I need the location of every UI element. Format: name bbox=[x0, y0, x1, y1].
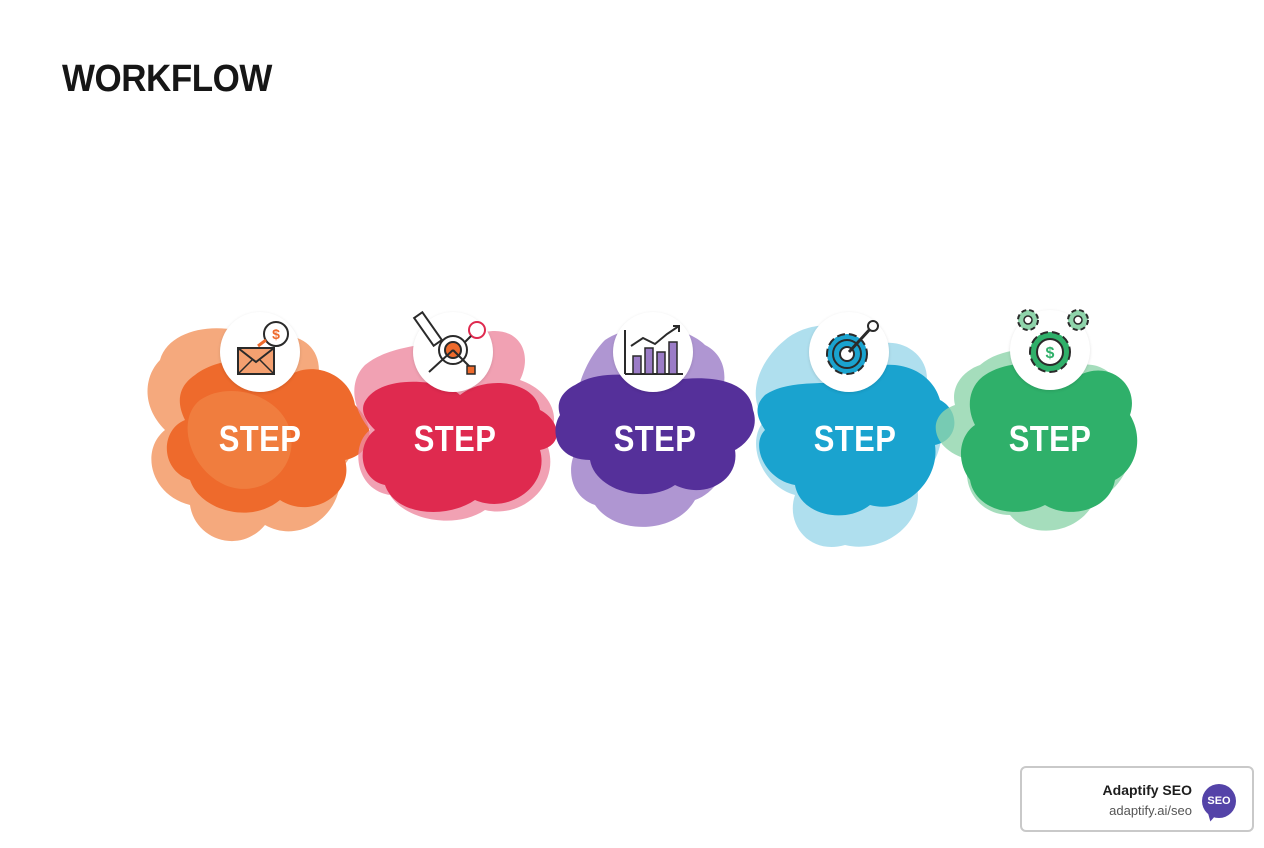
step-4-blob bbox=[755, 325, 955, 547]
target-tools-icon bbox=[412, 310, 486, 375]
step-5-icon-badge: $ bbox=[1010, 309, 1090, 390]
step-5-blob bbox=[935, 349, 1138, 531]
workflow-step-2: STEP bbox=[335, 310, 575, 560]
envelope-money-icon: $ bbox=[237, 321, 289, 375]
gear-wrench-icon bbox=[826, 320, 879, 375]
brand-badge[interactable]: Adaptify SEO adaptify.ai/seo SEO bbox=[1020, 766, 1254, 832]
gears-dollar-icon: $ bbox=[1017, 309, 1089, 373]
step-4-label: STEP bbox=[813, 418, 897, 459]
workflow-step-4: STEP bbox=[735, 312, 975, 560]
workflow-step-3: STEP bbox=[535, 312, 775, 560]
step-5-label: STEP bbox=[1008, 418, 1092, 459]
step-2-icon-badge bbox=[412, 310, 493, 392]
svg-text:$: $ bbox=[272, 326, 280, 342]
step-1-icon-badge: $ bbox=[220, 312, 300, 392]
step-1-label: STEP bbox=[218, 418, 302, 459]
step-4-icon-badge bbox=[809, 312, 889, 392]
seo-logo-icon: SEO bbox=[1202, 784, 1236, 818]
step-2-blob bbox=[354, 331, 557, 521]
step-3-label: STEP bbox=[613, 418, 697, 459]
step-3-icon-badge bbox=[613, 312, 693, 392]
brand-name: Adaptify SEO bbox=[1102, 782, 1192, 798]
bar-chart-growth-icon bbox=[624, 325, 683, 375]
page-title: WORKFLOW bbox=[62, 58, 272, 100]
step-2-label: STEP bbox=[413, 418, 497, 459]
svg-text:$: $ bbox=[1046, 345, 1055, 362]
brand-url[interactable]: adaptify.ai/seo bbox=[1109, 803, 1192, 818]
step-3-blob bbox=[555, 327, 755, 527]
workflow-step-1: $ STEP bbox=[140, 312, 380, 560]
workflow-step-5: $ STEP bbox=[930, 309, 1170, 560]
step-1-blob bbox=[147, 328, 370, 542]
